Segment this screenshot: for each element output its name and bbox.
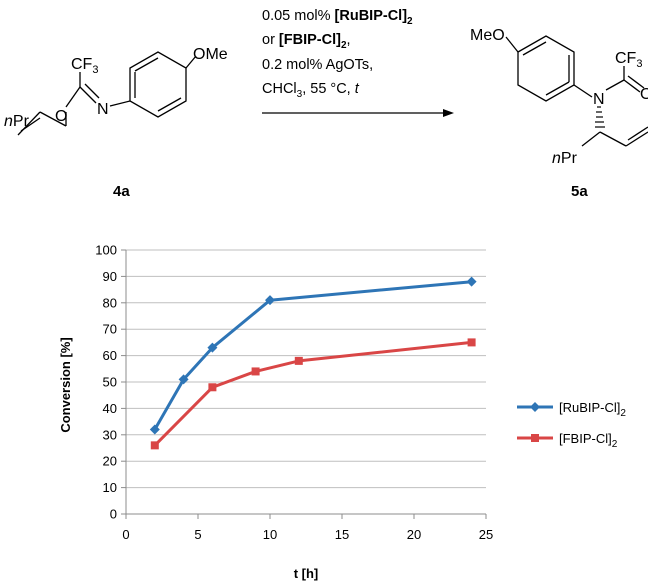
y-tick-label: 30 <box>103 427 117 442</box>
y-tick-label: 100 <box>95 243 117 258</box>
product-oxygen-label: O <box>640 86 648 103</box>
data-point-diamond <box>265 295 275 306</box>
reaction-scheme: CF3 OMe O N nPr 4a 0.05 mol% [RuBIP-Cl]2… <box>4 8 648 200</box>
conditions-line-1: 0.05 mol% [RuBIP-Cl]2 <box>262 8 413 27</box>
data-point-diamond <box>466 276 477 287</box>
x-tick-label: 20 <box>407 527 421 542</box>
y-axis-title: Conversion [%] <box>58 337 73 432</box>
grid-lines <box>126 249 486 489</box>
data-point-square <box>208 383 217 392</box>
product-stereo-bond <box>595 106 605 128</box>
reactant-structure <box>17 51 197 136</box>
x-axis-title: t [h] <box>294 566 319 581</box>
y-tick-label: 10 <box>103 480 117 495</box>
data-point-square <box>294 356 303 365</box>
product-cf3-label: CF3 <box>615 50 642 70</box>
data-point-square <box>467 338 476 347</box>
data-point-diamond <box>178 374 189 385</box>
legend-item-rubip: [RuBIP-Cl]2 <box>517 400 626 419</box>
legend: [RuBIP-Cl]2 [FBIP-Cl]2 <box>517 400 626 450</box>
x-tick-label: 15 <box>335 527 349 542</box>
data-point-square <box>150 441 159 450</box>
svg-text:[FBIP-Cl]2: [FBIP-Cl]2 <box>559 431 618 450</box>
axes: 0 10 20 30 40 50 60 70 80 90 100 0 5 10 15 20 25 <box>95 243 493 543</box>
series-layer <box>149 276 477 450</box>
conditions-line-2: or [FBIP-Cl]2, <box>262 32 351 51</box>
product-nitrogen-label: N <box>593 91 605 108</box>
product-methoxy-label: MeO <box>470 27 505 44</box>
y-tick-label: 60 <box>103 348 117 363</box>
x-tick-label: 25 <box>479 527 493 542</box>
data-point-diamond <box>149 424 160 435</box>
y-tick-label: 20 <box>103 454 117 469</box>
legend-item-fbip: [FBIP-Cl]2 <box>517 431 618 450</box>
data-point-diamond <box>207 342 218 353</box>
reactant-methoxy-label: OMe <box>193 46 228 63</box>
product-compound-label: 5a <box>571 183 588 200</box>
conditions-line-3: 0.2 mol% AgOTs, <box>262 57 373 73</box>
y-tick-label: 50 <box>103 375 117 390</box>
legend-marker-diamond <box>530 402 540 412</box>
x-tick-label: 0 <box>122 527 129 542</box>
conditions-line-4: CHCl3, 55 °C, t <box>262 81 360 100</box>
reactant-compound-label: 4a <box>113 183 130 200</box>
y-tick-label: 90 <box>103 269 117 284</box>
y-tick-label: 70 <box>103 322 117 337</box>
x-tick-label: 10 <box>263 527 277 542</box>
reactant-oxygen-label: O <box>55 108 67 125</box>
legend-marker-square <box>531 434 539 442</box>
reactant-npropyl-label: nPr <box>4 113 30 130</box>
reactant-nitrogen-label: N <box>97 101 109 118</box>
y-tick-label: 40 <box>103 401 117 416</box>
reactant-cf3-label: CF3 <box>71 56 98 76</box>
x-tick-label: 5 <box>194 527 201 542</box>
y-tick-label: 80 <box>103 295 117 310</box>
reaction-arrow <box>262 109 454 117</box>
product-structure <box>505 35 648 147</box>
data-point-square <box>251 367 260 376</box>
conversion-chart: 0 10 20 30 40 50 60 70 80 90 100 0 5 10 15 20 25 Convers… <box>58 243 626 582</box>
svg-text:[RuBIP-Cl]2: [RuBIP-Cl]2 <box>559 400 626 419</box>
product-npropyl-label: nPr <box>552 150 578 167</box>
y-tick-label: 0 <box>110 507 117 522</box>
